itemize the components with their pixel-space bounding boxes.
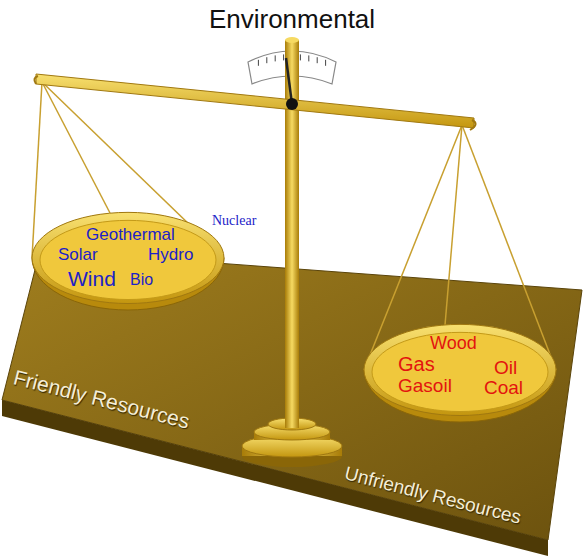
rope <box>445 125 462 325</box>
resource-name: Coal <box>484 378 523 397</box>
scale-pan: WoodGas OilGasoil Coal <box>362 318 558 424</box>
pan-inside <box>40 220 216 299</box>
scale-pan: GeothermalSolar HydroWind Bio <box>30 206 226 312</box>
pan-inside <box>372 332 548 411</box>
resource-name: Bio <box>130 272 153 288</box>
gauge-needle <box>286 58 292 104</box>
pivot <box>286 98 298 110</box>
resource-label: Nuclear <box>212 214 256 228</box>
base-board-edge <box>2 400 548 556</box>
resource-name: Oil <box>494 358 517 377</box>
resource-name: Wind <box>68 268 116 289</box>
rope <box>32 82 42 258</box>
pan-rim <box>32 212 224 303</box>
resource-name: Hydro <box>148 246 193 263</box>
rope <box>42 82 110 213</box>
resource-name: Geothermal <box>86 226 175 243</box>
scale-beam <box>36 74 474 128</box>
title: Environmental <box>0 6 584 32</box>
beam-hook <box>470 120 476 130</box>
scale-pole <box>285 40 299 428</box>
resource-name: Gas <box>398 354 435 374</box>
beam-hook <box>34 76 38 84</box>
resource-name: Solar <box>58 246 98 263</box>
resource-name: Gasoil <box>398 376 452 395</box>
pan-rim <box>364 324 556 415</box>
resource-name: Wood <box>430 334 477 352</box>
pole-cap <box>285 37 299 43</box>
